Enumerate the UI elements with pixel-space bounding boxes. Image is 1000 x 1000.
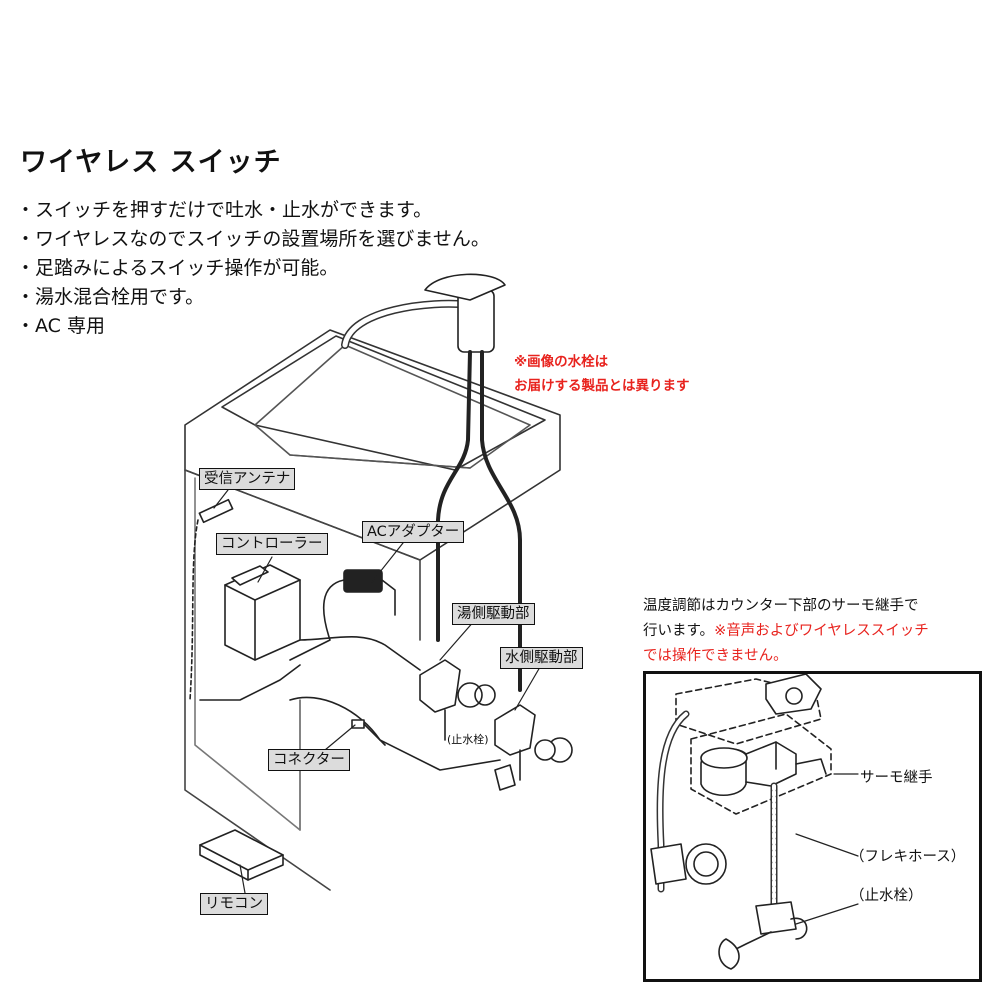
thermo-joint-detail: サーモ継手 （フレキホース） （止水栓）	[643, 671, 982, 982]
label-connector: コネクター	[268, 749, 350, 771]
page-title: ワイヤレス スイッチ	[20, 147, 282, 178]
label-cold-side-drive: 水側駆動部	[500, 647, 583, 669]
thermo-note-warning: ※音声およびワイヤレススイッチ	[714, 623, 929, 639]
feature-item: ・足踏みによるスイッチ操作が可能。	[16, 257, 339, 279]
thermo-note-line-2: 行います。※音声およびワイヤレススイッチ	[643, 619, 929, 644]
feature-list: ・スイッチを押すだけで吐水・止水ができます。 ・ワイヤレスなのでスイッチの設置場…	[16, 196, 490, 341]
thermo-note-line-3: では操作できません。	[643, 648, 788, 664]
label-ac-adapter: ACアダプター	[362, 521, 465, 543]
thermo-note-line-2a: 行います。	[643, 623, 715, 639]
disclaimer-line-2: お届けする製品とは異ります	[514, 378, 690, 394]
label-stop-valve: (止水栓)	[447, 733, 489, 746]
thermo-note-line-1: 温度調節はカウンター下部のサーモ継手で	[643, 598, 919, 614]
label-controller: コントローラー	[216, 533, 328, 555]
label-flexi-hose: （フレキホース）	[850, 849, 966, 865]
thermo-joint-illustration	[650, 674, 859, 970]
feature-item: ・湯水混合栓用です。	[16, 286, 205, 308]
label-inset-stop-valve: （止水栓）	[850, 888, 923, 904]
feature-item: ・スイッチを押すだけで吐水・止水ができます。	[16, 199, 433, 221]
image-disclaimer: ※画像の水栓は お届けする製品とは異ります	[514, 350, 690, 398]
thermo-note: 温度調節はカウンター下部のサーモ継手で 行います。※音声およびワイヤレススイッチ…	[643, 594, 929, 669]
feature-item: ・ワイヤレスなのでスイッチの設置場所を選びません。	[16, 228, 490, 250]
feature-item: ・AC 専用	[16, 315, 105, 337]
label-receiver-antenna: 受信アンテナ	[199, 468, 296, 490]
label-remote: リモコン	[200, 893, 268, 915]
disclaimer-line-1: ※画像の水栓は	[514, 354, 609, 370]
label-thermo-joint: サーモ継手	[860, 770, 933, 786]
label-hot-side-drive: 湯側駆動部	[452, 603, 535, 625]
